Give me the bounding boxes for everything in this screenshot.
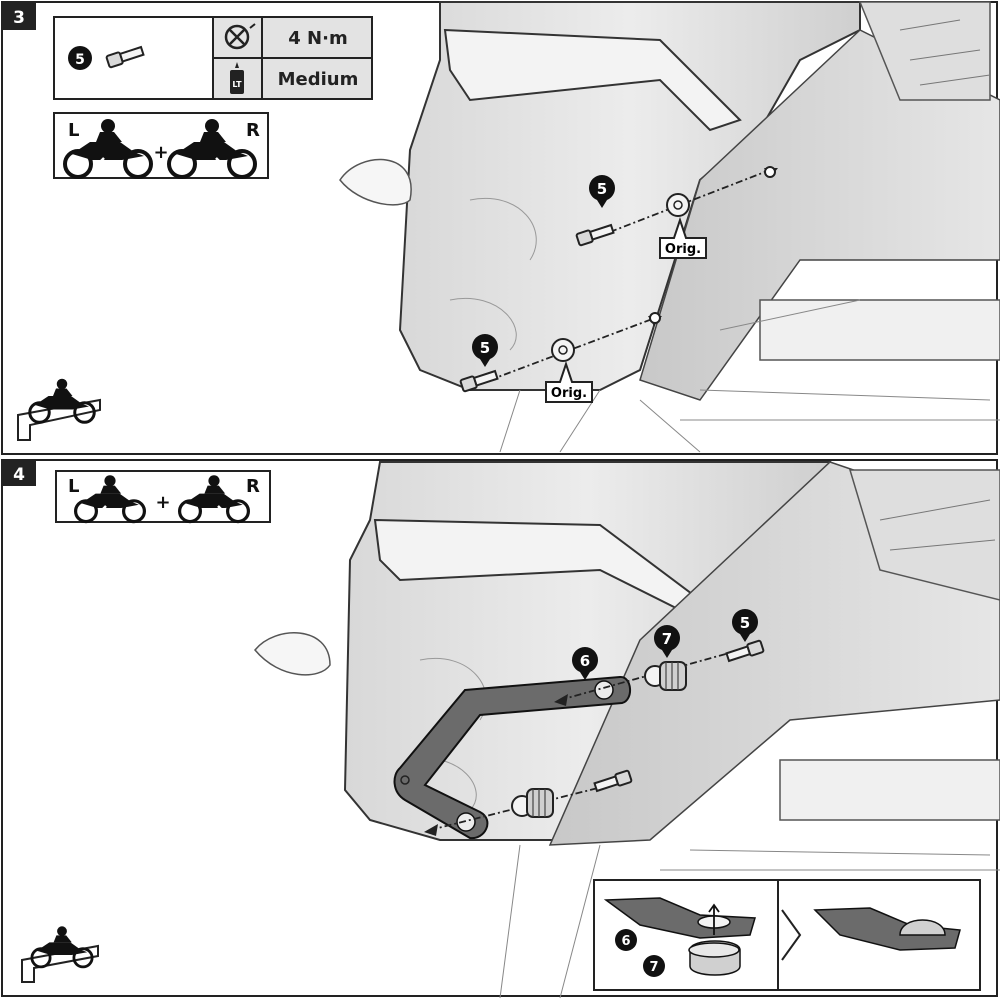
bracket-assembled-detail: [813, 907, 961, 951]
side-indicator-box: L R +: [53, 112, 269, 179]
step-number: 3: [13, 8, 25, 28]
callout-number: 5: [740, 614, 750, 632]
callout-badge: 6: [572, 647, 598, 680]
bracket-hole: [594, 680, 614, 700]
callout-number: 7: [662, 630, 672, 648]
left-side-label: L: [68, 120, 79, 141]
orientation-rider-icon: [17, 377, 101, 441]
assembly-line: [609, 169, 771, 233]
step-4-panel: 6 7 5 4 L R +: [1, 459, 1000, 999]
callout-number: 5: [597, 180, 607, 198]
right-side-label: R: [246, 120, 260, 141]
chevron-right-icon: [781, 909, 802, 961]
callout-badge: 7: [643, 955, 665, 977]
torque-value: 4 N·m: [288, 28, 347, 49]
arrow-right-icon: [202, 157, 222, 167]
spec-box: 5 4 N·m LT Medium: [53, 16, 373, 100]
left-side-label: L: [68, 476, 79, 497]
orig-washer-upper: [666, 193, 690, 217]
svg-text:5: 5: [75, 52, 85, 68]
orig-washer-lower: [551, 338, 575, 362]
plus-sign: +: [153, 142, 168, 163]
callout-badge: 7: [654, 625, 680, 658]
well-nut-part-7: [644, 661, 687, 691]
svg-text:7: 7: [649, 960, 658, 975]
callout-badge: 5: [472, 334, 498, 367]
orientation-rider-icon: [21, 924, 99, 983]
step-number-badge: [2, 460, 36, 486]
well-nut-part-7: [511, 788, 554, 818]
mount-hole: [764, 166, 776, 178]
bracket-part-6: [393, 676, 631, 840]
orig-label: Orig.: [545, 360, 593, 403]
svg-text:6: 6: [621, 934, 630, 949]
detail-inset: 6 7: [593, 879, 981, 991]
assembly-line: [489, 317, 656, 381]
arrow-right-icon: [204, 505, 224, 515]
torque-wrench-icon: [224, 23, 256, 50]
fairing-illustration: [339, 1, 1000, 453]
bracket-hole: [456, 812, 476, 832]
svg-text:Orig.: Orig.: [665, 242, 701, 257]
side-indicator-box: L R +: [55, 470, 271, 524]
callout-number: 6: [580, 652, 590, 670]
plus-sign: +: [155, 492, 170, 513]
callout-badge: 6: [615, 929, 637, 951]
svg-text:LT: LT: [232, 80, 242, 89]
well-nut-assembled-detail: [899, 919, 946, 936]
threadlock-value: Medium: [278, 69, 359, 90]
orig-label: Orig.: [659, 216, 707, 259]
svg-text:Orig.: Orig.: [551, 386, 587, 401]
arrow-head-icon: [554, 694, 568, 706]
arrow-left-icon: [100, 505, 120, 515]
arrow-head-icon: [424, 824, 438, 836]
loctite-bottle-icon: LT: [230, 62, 244, 94]
arrow-left-icon: [98, 157, 118, 167]
right-side-label: R: [246, 476, 260, 497]
step-number-badge: [2, 2, 36, 30]
part-number-badge: [68, 46, 92, 70]
step-3-panel: 5 5 Orig. Orig. 3 5: [1, 1, 1000, 455]
callout-number: 5: [480, 339, 490, 357]
mount-hole: [649, 312, 661, 324]
callout-badge: 5: [732, 609, 758, 642]
callout-badge: 5: [589, 175, 615, 208]
step-number: 4: [13, 465, 25, 485]
